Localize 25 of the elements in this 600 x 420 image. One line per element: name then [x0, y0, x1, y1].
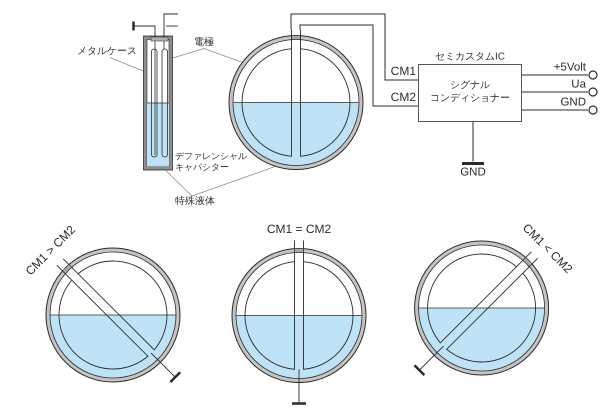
wire [522, 74, 588, 76]
wire [290, 14, 418, 80]
ground-icon [462, 162, 484, 164]
sensor-drawing [228, 29, 364, 170]
wire [472, 122, 474, 162]
leader-line [165, 170, 192, 196]
electrode-plate [300, 29, 350, 157]
leader-line [110, 57, 144, 72]
terminal-icon [588, 70, 598, 80]
leader-line [204, 48, 242, 63]
leader-line [192, 165, 278, 196]
condition-label: CM1 = CM2 [266, 223, 332, 237]
terminal-icon [588, 105, 598, 115]
part-label: デファレンシャルキャパシター [175, 151, 247, 173]
part-label: 特殊液体 [175, 196, 215, 208]
ground-label: GND [460, 166, 486, 180]
wire [300, 24, 418, 106]
part-label: メタルケース [77, 46, 137, 58]
box-heading: セミカスタムIC [435, 51, 505, 63]
leader-line [172, 48, 204, 58]
liquid-area [232, 102, 358, 166]
terminal-icon [588, 87, 598, 97]
part-label: 電極 [194, 37, 214, 48]
sensor-drawing [231, 240, 367, 405]
box-text: シグナルコンディショナー [430, 79, 510, 105]
